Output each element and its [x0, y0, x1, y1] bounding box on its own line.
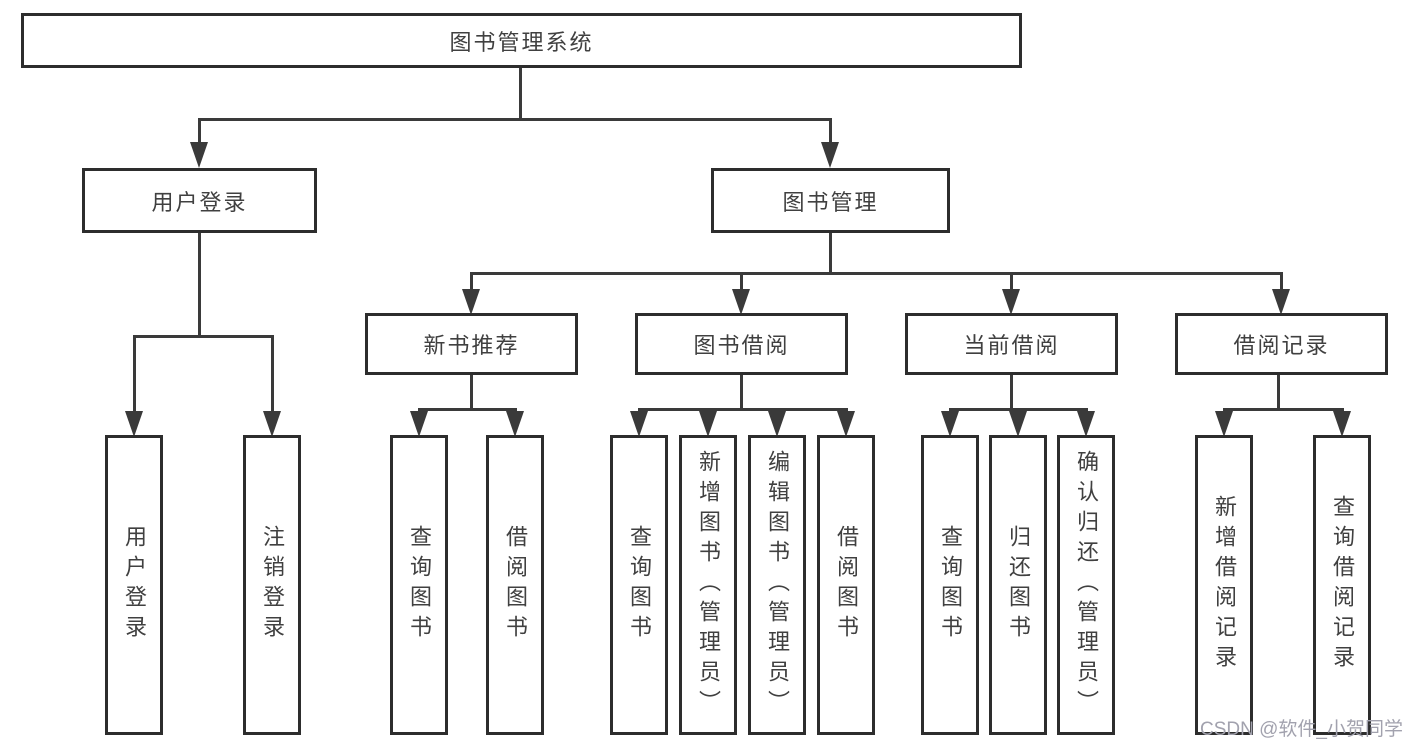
connector-stem-logout-leaf — [271, 335, 274, 415]
leaf-cb-query-books: 查询图书 — [921, 435, 979, 735]
leaf-bb-query-books: 查询图书 — [610, 435, 668, 735]
node-label: 用户登录 — [122, 525, 147, 645]
arrowhead-login-leaf — [125, 411, 143, 437]
connector-user-login-hbar — [133, 335, 274, 338]
connector-stem-user-login — [198, 118, 201, 148]
node-label: 新书推荐 — [423, 333, 520, 358]
node-label: 查询借阅记录 — [1330, 495, 1355, 675]
connector-user-login-stem — [198, 233, 201, 338]
node-label: 新增借阅记录 — [1212, 495, 1237, 675]
arrowhead-book-borrow — [732, 289, 750, 315]
connector-book-mgmt-hbar — [470, 272, 1283, 275]
arrowhead-current-borrow — [1002, 289, 1020, 315]
node-current-borrowing: 当前借阅 — [905, 313, 1118, 375]
arrowhead-br-add-record — [1215, 411, 1233, 437]
arrowhead-nb-borrow-books — [506, 411, 524, 437]
connector-new-book-hbar — [418, 408, 517, 411]
leaf-br-query-borrow-record: 查询借阅记录 — [1313, 435, 1371, 735]
arrowhead-cb-return-books — [1009, 411, 1027, 437]
leaf-cb-confirm-return-admin: 确认归还（管理员） — [1057, 435, 1115, 735]
node-label: 查询图书 — [938, 525, 963, 645]
node-label: 借阅记录 — [1233, 333, 1330, 358]
node-label: 查询图书 — [627, 525, 652, 645]
leaf-cb-return-books: 归还图书 — [989, 435, 1047, 735]
node-label: 图书管理 — [782, 189, 879, 215]
node-borrowing-records: 借阅记录 — [1175, 313, 1388, 375]
leaf-bb-borrow-books: 借阅图书 — [817, 435, 875, 735]
connector-borrow-record-hbar — [1223, 408, 1344, 411]
node-book-borrowing: 图书借阅 — [635, 313, 848, 375]
arrowhead-bb-query-books — [630, 411, 648, 437]
leaf-nb-borrow-books: 借阅图书 — [486, 435, 544, 735]
leaf-logout: 注销登录 — [243, 435, 301, 735]
arrowhead-nb-query-books — [410, 411, 428, 437]
arrowhead-bb-edit-books — [768, 411, 786, 437]
connector-book-borrow-stem — [740, 375, 743, 411]
node-new-book-recommend: 新书推荐 — [365, 313, 578, 375]
connector-stem-current-borrow — [1010, 272, 1013, 292]
node-label: 借阅图书 — [834, 525, 859, 645]
connector-current-borrow-hbar — [949, 408, 1088, 411]
node-label: 注销登录 — [260, 525, 285, 645]
arrowhead-bb-add-books — [699, 411, 717, 437]
connector-stem-new-book — [470, 272, 473, 292]
node-label: 借阅图书 — [503, 525, 528, 645]
arrowhead-cb-query-books — [941, 411, 959, 437]
connector-current-borrow-stem — [1010, 375, 1013, 411]
arrowhead-book-management — [821, 142, 839, 168]
connector-stem-login-leaf — [133, 335, 136, 415]
arrowhead-borrow-record — [1272, 289, 1290, 315]
arrowhead-cb-confirm-return — [1077, 411, 1095, 437]
node-label: 新增图书（管理员） — [696, 450, 721, 720]
node-label: 当前借阅 — [963, 333, 1060, 358]
node-label: 编辑图书（管理员） — [765, 450, 790, 720]
node-library-management-system: 图书管理系统 — [21, 13, 1022, 68]
connector-stem-book-borrow — [740, 272, 743, 292]
connector-root-hbar — [198, 118, 832, 121]
node-book-management: 图书管理 — [711, 168, 950, 233]
node-label: 用户登录 — [151, 189, 248, 215]
leaf-br-add-borrow-record: 新增借阅记录 — [1195, 435, 1253, 735]
leaf-bb-edit-books-admin: 编辑图书（管理员） — [748, 435, 806, 735]
node-label: 图书借阅 — [693, 333, 790, 358]
csdn-watermark: CSDN @软件_小贺同学 — [1200, 719, 1403, 740]
connector-root-stem — [519, 68, 522, 121]
node-label: 图书管理系统 — [449, 29, 594, 55]
connector-stem-borrow-record — [1280, 272, 1283, 292]
node-label: 归还图书 — [1006, 525, 1031, 645]
connector-book-mgmt-stem — [829, 233, 832, 275]
arrowhead-logout-leaf — [263, 411, 281, 437]
connector-book-borrow-hbar — [638, 408, 848, 411]
arrowhead-new-book — [462, 289, 480, 315]
leaf-user-login: 用户登录 — [105, 435, 163, 735]
connector-new-book-stem — [470, 375, 473, 411]
leaf-bb-add-books-admin: 新增图书（管理员） — [679, 435, 737, 735]
node-label: 确认归还（管理员） — [1074, 450, 1099, 720]
arrowhead-user-login — [190, 142, 208, 168]
arrowhead-bb-borrow-books — [837, 411, 855, 437]
node-label: 查询图书 — [407, 525, 432, 645]
node-user-login: 用户登录 — [82, 168, 317, 233]
arrowhead-br-query-record — [1333, 411, 1351, 437]
leaf-nb-query-books: 查询图书 — [390, 435, 448, 735]
connector-stem-book-management — [829, 118, 832, 148]
connector-borrow-record-stem — [1277, 375, 1280, 411]
